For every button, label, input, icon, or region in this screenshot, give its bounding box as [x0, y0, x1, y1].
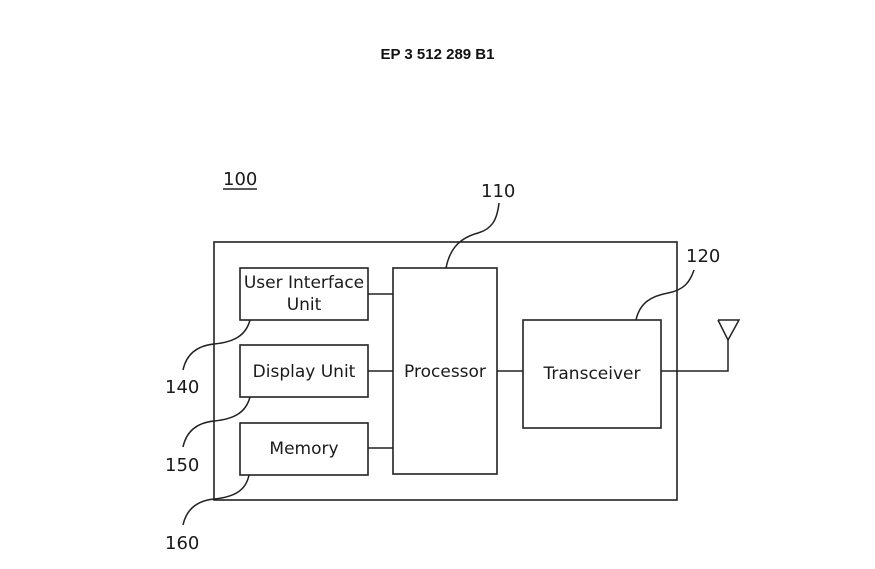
memory-box	[239, 422, 369, 476]
transceiver-box	[522, 319, 662, 429]
processor-ref: 110	[481, 181, 515, 202]
leader-140	[182, 319, 251, 371]
transceiver-label: Transceiver	[543, 364, 641, 384]
leader-150	[182, 396, 251, 448]
wire-transceiver-antenna	[661, 340, 729, 372]
display-unit-block: Display Unit	[239, 344, 369, 398]
ui-unit-label-line2: Unit	[287, 295, 322, 315]
memory-block: Memory	[239, 422, 369, 476]
memory-ref: 160	[165, 533, 199, 554]
transceiver-ref: 120	[686, 246, 720, 267]
display-unit-label: Display Unit	[253, 362, 356, 382]
processor-block: Processor	[392, 267, 498, 475]
leader-110	[445, 202, 500, 269]
antenna-icon	[717, 319, 741, 342]
device-ref-label: 100	[223, 169, 257, 190]
ui-unit-block: User Interface Unit	[239, 267, 369, 321]
leader-120	[635, 269, 695, 321]
display-unit-ref: 150	[165, 455, 199, 476]
transceiver-block: Transceiver	[522, 319, 662, 429]
processor-label: Processor	[404, 362, 486, 382]
ui-unit-label-line1: User Interface	[244, 273, 364, 293]
ui-unit-ref: 140	[165, 377, 199, 398]
patent-number: EP 3 512 289 B1	[380, 46, 495, 63]
memory-label: Memory	[269, 439, 338, 459]
leader-160	[182, 474, 250, 526]
